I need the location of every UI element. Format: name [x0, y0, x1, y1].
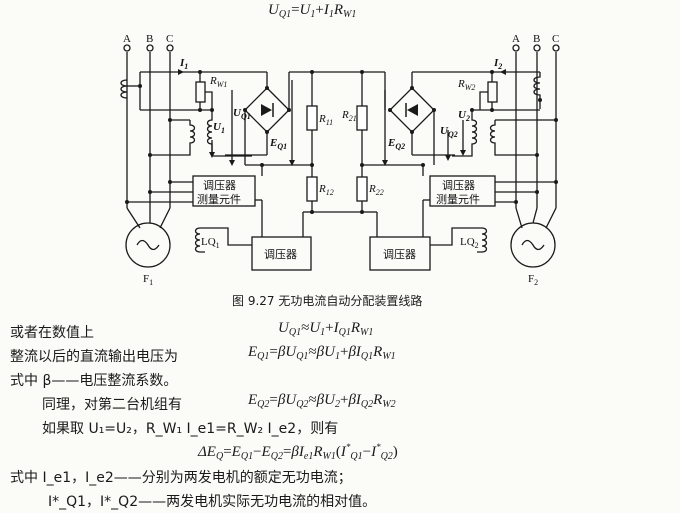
- label-uq1: UQ1: [233, 107, 251, 121]
- formula-line-2: EQ1=βUQ1≈βU1+βIQ1RW1: [248, 344, 396, 362]
- phase-c-right: C: [552, 33, 559, 45]
- generator-f2: [510, 222, 556, 268]
- text-line-2: 整流以后的直流输出电压为: [10, 349, 178, 365]
- regulator-box-right: 调压器: [383, 248, 416, 261]
- meas-box-right-line1: 调压器: [442, 179, 475, 192]
- label-i2: I2: [493, 57, 502, 71]
- phase-a-right: A: [512, 33, 520, 45]
- label-lq1: LQ1: [201, 236, 220, 250]
- label-f2: F2: [528, 273, 538, 287]
- generator-f1: [125, 222, 171, 268]
- formula-line-4: EQ2=βUQ2≈βU2+βIQ2RW2: [248, 392, 396, 410]
- text-line-1: 或者在数值上: [10, 325, 94, 341]
- label-rw2: RW2: [457, 78, 475, 92]
- text-line-4: 同理，对第二台机组有: [42, 397, 182, 413]
- label-eq2: EQ2: [387, 137, 405, 151]
- circuit-diagram: A B C A B C I1 RW1 UQ1 U1 EQ1 R11 R21 R1…: [120, 33, 560, 287]
- label-u2: U2: [458, 109, 470, 123]
- phase-c-left: C: [166, 33, 173, 45]
- meas-box-left-line1: 调压器: [203, 179, 236, 192]
- label-r11: R11: [318, 113, 333, 127]
- top-formula: UQ1=U1+I1RW1: [268, 2, 357, 20]
- label-lq2: LQ2: [460, 236, 479, 250]
- label-r12: R12: [318, 183, 334, 197]
- text-line-5: 如果取 U₁=U₂，R_W₁ I_e1=R_W₂ I_e2，则有: [42, 421, 339, 437]
- label-i1: I1: [179, 57, 188, 71]
- formula-line-6: ΔEQ=EQ1−EQ2=βIe1RW1(I*Q1−I*Q2): [198, 442, 398, 462]
- text-line-3: 式中 β——电压整流系数。: [10, 373, 178, 389]
- label-rw1: RW1: [209, 75, 227, 89]
- label-f1: F1: [143, 273, 153, 287]
- label-r21: R21: [341, 109, 357, 123]
- phase-a-left: A: [123, 33, 131, 45]
- text-line-7: 式中 I_e1，I_e2——分别为两发电机的额定无功电流；: [10, 470, 352, 486]
- label-eq1: EQ1: [269, 137, 287, 151]
- label-uq2: UQ2: [440, 125, 458, 139]
- text-line-8: I*_Q1，I*_Q2——两发电机实际无功电流的相对值。: [48, 494, 377, 510]
- regulator-box-left: 调压器: [264, 248, 297, 261]
- phase-b-right: B: [533, 33, 540, 45]
- meas-box-right-line2: 测量元件: [436, 193, 480, 206]
- formula-line-1: UQ1≈U1+IQ1RW1: [278, 320, 374, 338]
- phase-b-left: B: [146, 33, 153, 45]
- label-u1: U1: [213, 121, 225, 135]
- meas-box-left-line2: 测量元件: [197, 193, 241, 206]
- figure-caption: 图 9.27 无功电流自动分配装置线路: [232, 294, 423, 308]
- label-r22: R22: [368, 183, 384, 197]
